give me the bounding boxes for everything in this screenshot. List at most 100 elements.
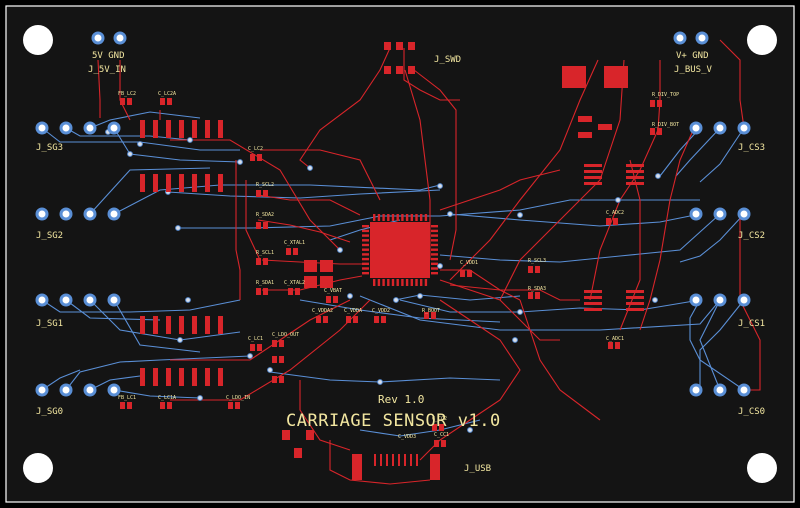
mcu-pin: [362, 253, 369, 256]
mcu-pin: [382, 214, 385, 221]
ref-r-scl2: R_SCL2: [256, 182, 274, 188]
via: [177, 337, 183, 343]
ref-c-vdda2: C_VDDA2: [312, 308, 333, 314]
mcu-pin: [362, 267, 369, 270]
mounting-hole-bl: [23, 453, 53, 483]
ref-c-lc2: C_LC2: [248, 146, 263, 152]
via: [655, 173, 661, 179]
mcu-pin: [362, 257, 369, 261]
mcu-pin: [373, 279, 376, 286]
sg-connector-pads: [35, 121, 121, 397]
mcu-pin: [431, 229, 438, 233]
power-connector-pads: [91, 31, 709, 45]
ref-c-vbat: C_VBAT: [324, 288, 342, 294]
j-5v-in-pad-gnd: [113, 31, 127, 45]
mcu-pin: [420, 279, 423, 286]
j-bus-v-pin-labels: V+ GND: [676, 51, 709, 61]
ref-c-cc1: C_CC1: [434, 432, 449, 438]
ref-c-vdd2: C_VDD2: [372, 308, 390, 314]
mcu-pin: [401, 214, 404, 221]
mcu-qfp: [362, 214, 438, 286]
mcu-pin: [405, 214, 409, 221]
via: [447, 211, 453, 217]
mcu-pin: [362, 272, 369, 275]
mcu-pin: [410, 279, 413, 286]
via: [267, 367, 273, 373]
mounting-holes: [23, 25, 777, 483]
j-bus-v-pad-vplus: [673, 31, 687, 45]
j-5v-in-label: J_5V_IN: [88, 65, 126, 75]
ref-fb-lc2: FB_LC2: [118, 91, 136, 97]
mcu-pin: [362, 229, 369, 233]
ref-c-xtal1: C_XTAL1: [284, 240, 305, 246]
j-cs1-label: J_CS1: [738, 319, 765, 329]
via: [307, 165, 313, 171]
ref-c-cc2: C_CC2: [432, 416, 447, 422]
swd-header: [384, 42, 415, 74]
j-5v-in-pin-labels: 5V GND: [92, 51, 125, 61]
j-usb-label: J_USB: [464, 464, 491, 474]
ref-fb-lc1: FB_LC1: [118, 395, 136, 401]
mcu-pin: [431, 248, 438, 251]
mcu-pin: [431, 262, 438, 265]
mcu-pin: [431, 234, 438, 237]
cs-connector-pads: [689, 121, 751, 397]
via: [187, 137, 193, 143]
ref-r-sda1: R_SDA1: [256, 280, 274, 286]
ref-c-vdd1: C_VDD1: [460, 260, 478, 266]
j-swd-label: J_SWD: [434, 55, 461, 65]
board-title: CARRIAGE SENSOR v1.0: [286, 411, 501, 431]
j-sg3-label: J_SG3: [36, 143, 63, 153]
ref-r-div-bot: R_DIV_BOT: [652, 122, 679, 128]
mcu-pin: [362, 239, 369, 242]
usb-connector: [282, 430, 440, 480]
mcu-pin: [431, 253, 438, 256]
via: [615, 197, 621, 203]
mcu-pin: [362, 225, 369, 228]
mcu-pin: [362, 234, 369, 237]
ref-c-lc1: C_LC1: [248, 336, 263, 342]
j-sg1-label: J_SG1: [36, 319, 63, 329]
crystal: [304, 260, 333, 288]
via: [377, 379, 383, 385]
via: [437, 183, 443, 189]
mcu-pin: [387, 279, 390, 286]
j-sg0-label: J_SG0: [36, 407, 63, 417]
mcu-pin: [382, 279, 385, 286]
ref-r-sda3: R_SDA3: [528, 286, 546, 292]
j-cs3-label: J_CS3: [738, 143, 765, 153]
via: [137, 141, 143, 147]
j-bus-v-pad-gnd: [695, 31, 709, 45]
revision-label: Rev 1.0: [378, 393, 424, 406]
mcu-pin: [362, 248, 369, 251]
j-cs2-label: J_CS2: [738, 231, 765, 241]
via: [393, 297, 399, 303]
via: [337, 247, 343, 253]
via: [175, 225, 181, 231]
ref-c-ldo-in: C_LDO_IN: [226, 395, 250, 401]
ref-r-sda2: R_SDA2: [256, 212, 274, 218]
mcu-pin: [431, 225, 438, 228]
mcu-pin: [415, 214, 418, 221]
via: [127, 151, 133, 157]
mcu-pin: [431, 272, 438, 275]
mcu-pin: [401, 279, 404, 286]
mounting-hole-tr: [747, 25, 777, 55]
ref-c-xtal2: C_XTAL2: [284, 280, 305, 286]
ref-r-scl1: R_SCL1: [256, 250, 274, 256]
mcu-pin: [396, 279, 399, 286]
mcu-pin: [377, 279, 381, 286]
mcu-pin: [410, 214, 413, 221]
j-bus-v-label: J_BUS_V: [674, 65, 713, 75]
mcu-pin: [387, 214, 390, 221]
via: [467, 427, 473, 433]
mounting-hole-br: [747, 453, 777, 483]
via: [247, 353, 253, 359]
via: [237, 159, 243, 165]
j-5v-in-pad-5v: [91, 31, 105, 45]
via: [347, 293, 353, 299]
amp-ic-lower: [140, 316, 223, 386]
j-cs0-label: J_CS0: [738, 407, 765, 417]
j-sg2-label: J_SG2: [36, 231, 63, 241]
